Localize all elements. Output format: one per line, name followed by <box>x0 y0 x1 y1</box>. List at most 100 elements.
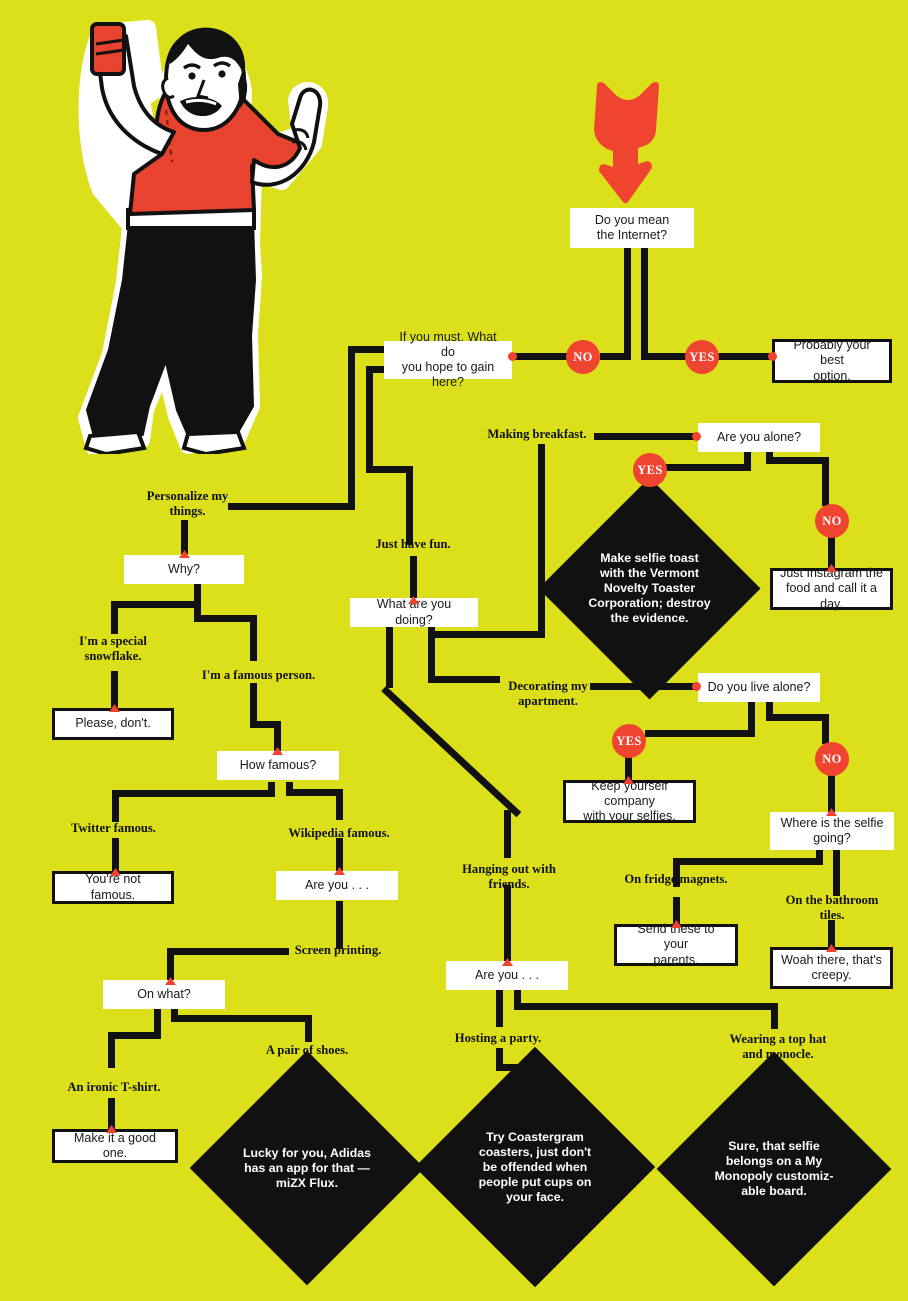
line-areyou1-down <box>336 901 343 949</box>
node-probably-best-option[interactable]: Probably your best option. <box>772 338 892 383</box>
line-onwhat-right-across <box>171 1015 312 1022</box>
node-why[interactable]: Why? <box>124 555 244 584</box>
node-where-is-selfie-going[interactable]: Where is the selfie going? <box>770 812 894 850</box>
label-im-special-snowflake: I'm a special snowflake. <box>79 634 147 664</box>
connector-nub-keepcompany <box>623 776 634 784</box>
diamond-my-monopoly: Sure, that selfie belongs on a My Monopo… <box>656 1051 892 1287</box>
node-keep-yourself-company[interactable]: Keep yourself company with your selfies. <box>563 779 696 823</box>
line-doing-decorate-down <box>428 624 435 676</box>
line-hosting-down <box>496 1048 503 1070</box>
label-just-have-fun: Just have fun. <box>375 537 451 551</box>
line-snowflake-down <box>111 671 118 708</box>
connector-nub-pleasedont <box>109 704 120 712</box>
node-what-are-you-doing[interactable]: What are you doing? <box>350 597 478 627</box>
line-onwhat-right-down2 <box>305 1015 312 1042</box>
line-why-left-across <box>111 601 201 608</box>
line-justhavefun-down <box>410 556 417 600</box>
line-areyou2-right-across <box>514 1003 778 1010</box>
line-livealone-left-across <box>645 730 755 737</box>
line-ifyoumust-rail-b <box>366 366 373 473</box>
diamond-coastergram: Try Coastergram coasters, just don't be … <box>414 1046 656 1288</box>
pill-no-live-alone[interactable]: NO <box>815 742 849 776</box>
line-onwhat-left-across <box>108 1032 161 1039</box>
line-alone-left-across <box>666 464 751 471</box>
line-famousperson-jog <box>250 721 281 728</box>
line-whereselfie-right-down <box>833 846 840 896</box>
label-wearing-top-hat: Wearing a top hat and monocle. <box>729 1032 827 1062</box>
pill-yes-internet[interactable]: YES <box>685 340 719 374</box>
line-breakfast-across <box>594 433 698 440</box>
line-hang-down2 <box>504 810 511 858</box>
line-areyou2-left-down <box>496 990 503 1027</box>
line-internet-right-to-yes <box>641 353 689 360</box>
line-howfamous-left-down <box>268 782 275 791</box>
line-howfamous-left-across <box>112 790 275 797</box>
line-rail-b-jog <box>366 466 413 473</box>
node-just-instagram-food[interactable]: Just Instagram the food and call it a da… <box>770 566 893 611</box>
man-taking-selfie-illustration <box>38 14 328 457</box>
label-on-bathroom-tiles: On the bathroom tiles. <box>785 893 879 923</box>
pill-no-internet[interactable]: NO <box>566 340 600 374</box>
line-fridge-down <box>673 897 680 924</box>
diamond-adidas-app-text: Lucky for you, Adidas has an app for tha… <box>242 1145 371 1190</box>
line-whereselfie-left-down <box>816 846 823 862</box>
line-why-right-down2 <box>250 615 257 661</box>
line-livealone-right-across <box>766 714 829 721</box>
line-areyou2-right-down <box>514 990 521 1010</box>
node-do-you-live-alone[interactable]: Do you live alone? <box>698 673 820 702</box>
node-woah-creepy[interactable]: Woah there, that's creepy. <box>770 947 893 989</box>
connector-nub-areyou1 <box>334 867 345 875</box>
pill-yes-live-alone[interactable]: YES <box>612 724 646 758</box>
node-send-to-parents[interactable]: Send these to your parents. <box>614 922 738 967</box>
start-arrow-icon <box>593 80 663 205</box>
node-how-famous[interactable]: How famous? <box>217 751 339 780</box>
connector-nub-whereselfie <box>826 808 837 816</box>
line-tshirt-down <box>108 1098 115 1130</box>
label-wikipedia-famous: Wikipedia famous. <box>288 826 390 840</box>
node-are-you-1[interactable]: Are you . . . <box>276 871 398 900</box>
label-im-famous-person: I'm a famous person. <box>201 668 316 682</box>
diamond-selfie-toast: Make selfie toast with the Vermont Novel… <box>538 477 761 700</box>
node-are-you-alone[interactable]: Are you alone? <box>698 423 820 452</box>
line-wikipedia-down <box>336 838 343 871</box>
connector-nub-areyou2 <box>502 958 513 966</box>
line-breakfast-to-doing <box>430 631 545 638</box>
line-livealone-right-down <box>766 701 773 718</box>
diamond-my-monopoly-text: Sure, that selfie belongs on a My Monopo… <box>714 1139 834 1198</box>
node-if-you-must[interactable]: If you must. What do you hope to gain he… <box>384 330 512 389</box>
line-areyou2-right-down2 <box>771 1003 778 1029</box>
node-do-you-mean-internet[interactable]: Do you mean the Internet? <box>570 208 694 248</box>
line-alone-right-across <box>766 457 829 464</box>
line-doing-hang-down <box>386 624 393 688</box>
line-whereselfie-left-down2 <box>673 858 680 887</box>
connector-dot-liveAlone <box>692 682 701 691</box>
node-make-it-good[interactable]: Make it a good one. <box>52 1129 178 1163</box>
connector-nub-instagram <box>826 564 837 572</box>
line-why-right-across <box>194 615 257 622</box>
node-please-dont[interactable]: Please, don't. <box>52 708 174 740</box>
connector-nub-sendparents <box>671 920 682 928</box>
line-yes-to-bestoption <box>718 353 775 360</box>
line-twitter-down <box>112 838 119 872</box>
pill-no-alone[interactable]: NO <box>815 504 849 538</box>
line-howfamous-left-down2 <box>112 790 119 822</box>
line-alone-right-down2 <box>822 457 829 506</box>
diamond-adidas-app: Lucky for you, Adidas has an app for tha… <box>189 1050 425 1286</box>
diamond-coastergram-text: Try Coastergram coasters, just don't be … <box>478 1129 592 1204</box>
pill-yes-alone[interactable]: YES <box>633 453 667 487</box>
line-why-right-v <box>194 583 201 617</box>
line-onwhat-left-down2 <box>108 1032 115 1068</box>
line-famousperson-down2 <box>274 721 281 751</box>
label-twitter-famous: Twitter famous. <box>71 821 156 835</box>
line-internet-left-down <box>624 247 631 360</box>
line-bathroom-down <box>828 920 835 948</box>
line-no-to-instagram <box>828 534 835 568</box>
node-on-what[interactable]: On what? <box>103 980 225 1009</box>
line-doing-decorate-across <box>428 676 500 683</box>
line-internet-left-to-no <box>600 353 631 360</box>
line-whereselfie-left-across <box>673 858 823 865</box>
line-personalize-across <box>228 503 355 510</box>
line-screenprinting-down <box>167 948 174 981</box>
line-yes-to-keepcompany <box>625 755 632 780</box>
connector-dot-areyoualone <box>692 432 701 441</box>
